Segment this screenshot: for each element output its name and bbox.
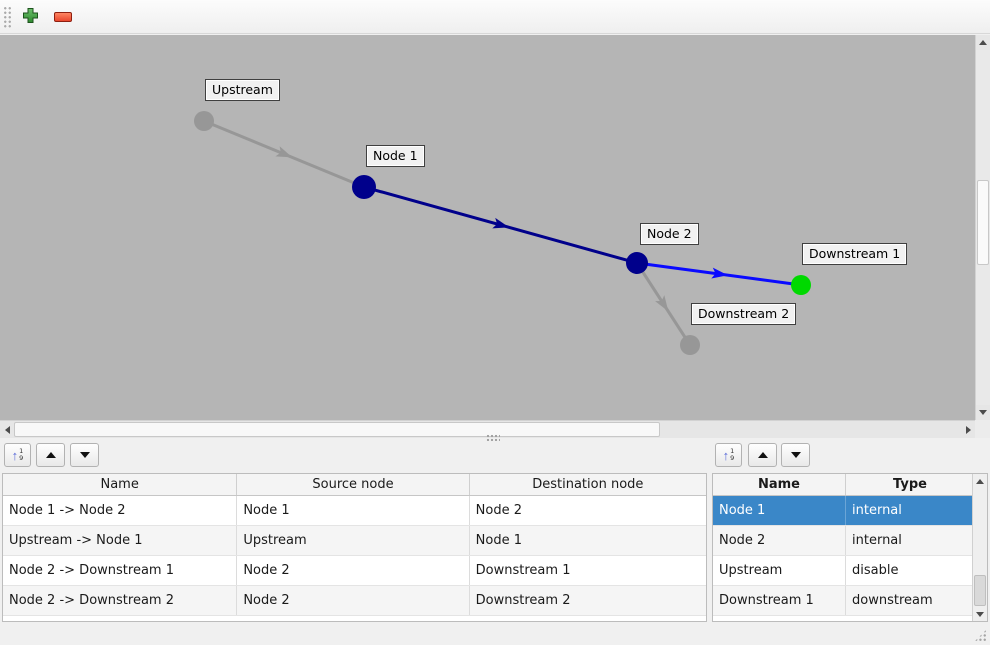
table-cell[interactable]: Node 2 (237, 586, 470, 615)
table-cell[interactable]: Node 1 (713, 496, 846, 525)
table-cell[interactable]: Downstream 1 (475, 563, 571, 578)
table-cell[interactable]: Node 2 (475, 503, 523, 518)
edge-arrow-icon (711, 267, 728, 279)
toolbar-drag-handle[interactable] (3, 6, 12, 28)
column-header-source-node[interactable]: Source node (237, 474, 470, 495)
column-header-destination-node[interactable]: Destination node (532, 477, 644, 492)
horizontal-scrollbar-thumb[interactable] (14, 422, 660, 437)
scroll-right-button[interactable] (961, 421, 975, 438)
table-row-node-2[interactable]: Node 2 internal (713, 526, 974, 556)
table-row-upstream[interactable]: Upstream disable (713, 556, 974, 586)
table-cell[interactable]: Node 2 -> Downstream 1 (3, 556, 238, 585)
graph-svg (194, 111, 811, 355)
node-label-downstream-2[interactable]: Downstream 2 (691, 303, 797, 325)
remove-node-button[interactable] (50, 4, 76, 30)
nodes-table-scrollbar[interactable] (972, 474, 987, 621)
triangle-down-icon (976, 611, 984, 617)
canvas-horizontal-scrollbar[interactable] (0, 420, 975, 438)
scroll-up-button[interactable] (976, 35, 990, 50)
add-node-button[interactable] (17, 4, 43, 30)
triangle-up-icon (979, 40, 987, 45)
node-label-upstream[interactable]: Upstream (205, 79, 280, 101)
edges-move-down-button[interactable] (70, 443, 99, 467)
scroll-down-button[interactable] (973, 607, 987, 621)
triangle-down-icon (79, 452, 90, 458)
triangle-down-icon (790, 452, 801, 458)
nodes-table-header: Name Type (713, 474, 974, 496)
pane-splitter-handle[interactable] (486, 434, 500, 441)
table-cell[interactable]: Node 2 (237, 556, 470, 585)
column-header-name[interactable]: Name (713, 474, 846, 495)
table-row-downstream-1[interactable]: Downstream 1 downstream (713, 586, 974, 616)
edges-move-up-button[interactable] (36, 443, 65, 467)
main-toolbar (0, 0, 990, 34)
column-header-type[interactable]: Type (893, 477, 927, 492)
node-label-downstream-1[interactable]: Downstream 1 (802, 243, 908, 265)
column-header-name[interactable]: Name (3, 474, 238, 495)
triangle-down-icon (979, 410, 987, 415)
node-node-1[interactable] (352, 175, 376, 199)
plus-icon (22, 7, 39, 27)
vertical-scrollbar-thumb[interactable] (974, 575, 986, 606)
table-cell[interactable]: Node 1 (237, 496, 470, 525)
vertical-scrollbar-thumb[interactable] (977, 180, 989, 265)
status-bar (0, 625, 990, 645)
node-downstream-1[interactable] (791, 275, 811, 295)
table-cell[interactable]: Upstream (237, 526, 470, 555)
triangle-up-icon (45, 452, 56, 458)
table-cell[interactable]: Node 2 -> Downstream 2 (3, 586, 238, 615)
triangle-up-icon (757, 452, 768, 458)
node-label-node-2[interactable]: Node 2 (640, 223, 699, 245)
edge-arrow-icon (275, 146, 293, 158)
node-node-2[interactable] (626, 252, 648, 274)
nodes-move-up-button[interactable] (748, 443, 777, 467)
canvas-vertical-scrollbar[interactable] (975, 35, 990, 420)
table-cell[interactable]: internal (852, 533, 902, 548)
node-downstream-2[interactable] (680, 335, 700, 355)
table-cell[interactable]: Downstream 1 (713, 586, 846, 615)
triangle-left-icon (4, 425, 10, 434)
triangle-up-icon (976, 478, 984, 484)
table-cell[interactable]: downstream (852, 593, 933, 608)
node-upstream[interactable] (194, 111, 214, 131)
table-cell[interactable]: Node 2 (713, 526, 846, 555)
scroll-left-button[interactable] (0, 421, 14, 438)
nodes-move-down-button[interactable] (781, 443, 810, 467)
table-cell[interactable]: Node 1 (475, 533, 523, 548)
scroll-down-button[interactable] (976, 405, 990, 420)
edge-arrow-icon (655, 295, 669, 312)
table-cell[interactable]: internal (852, 503, 902, 518)
node-label-node-1[interactable]: Node 1 (366, 145, 425, 167)
triangle-right-icon (965, 425, 971, 434)
scroll-up-button[interactable] (973, 474, 987, 488)
table-cell[interactable]: disable (852, 563, 899, 578)
table-row-node-1[interactable]: Node 1 internal (713, 496, 974, 526)
scrollbar-corner (975, 420, 990, 438)
table-cell[interactable]: Downstream 2 (475, 593, 571, 608)
table-cell[interactable]: Upstream (713, 556, 846, 585)
table-cell[interactable]: Upstream -> Node 1 (3, 526, 238, 555)
table-cell[interactable]: Node 1 -> Node 2 (3, 496, 238, 525)
window-resize-grip[interactable] (974, 629, 987, 642)
edge-arrow-icon (492, 217, 510, 229)
minus-icon (54, 10, 72, 25)
